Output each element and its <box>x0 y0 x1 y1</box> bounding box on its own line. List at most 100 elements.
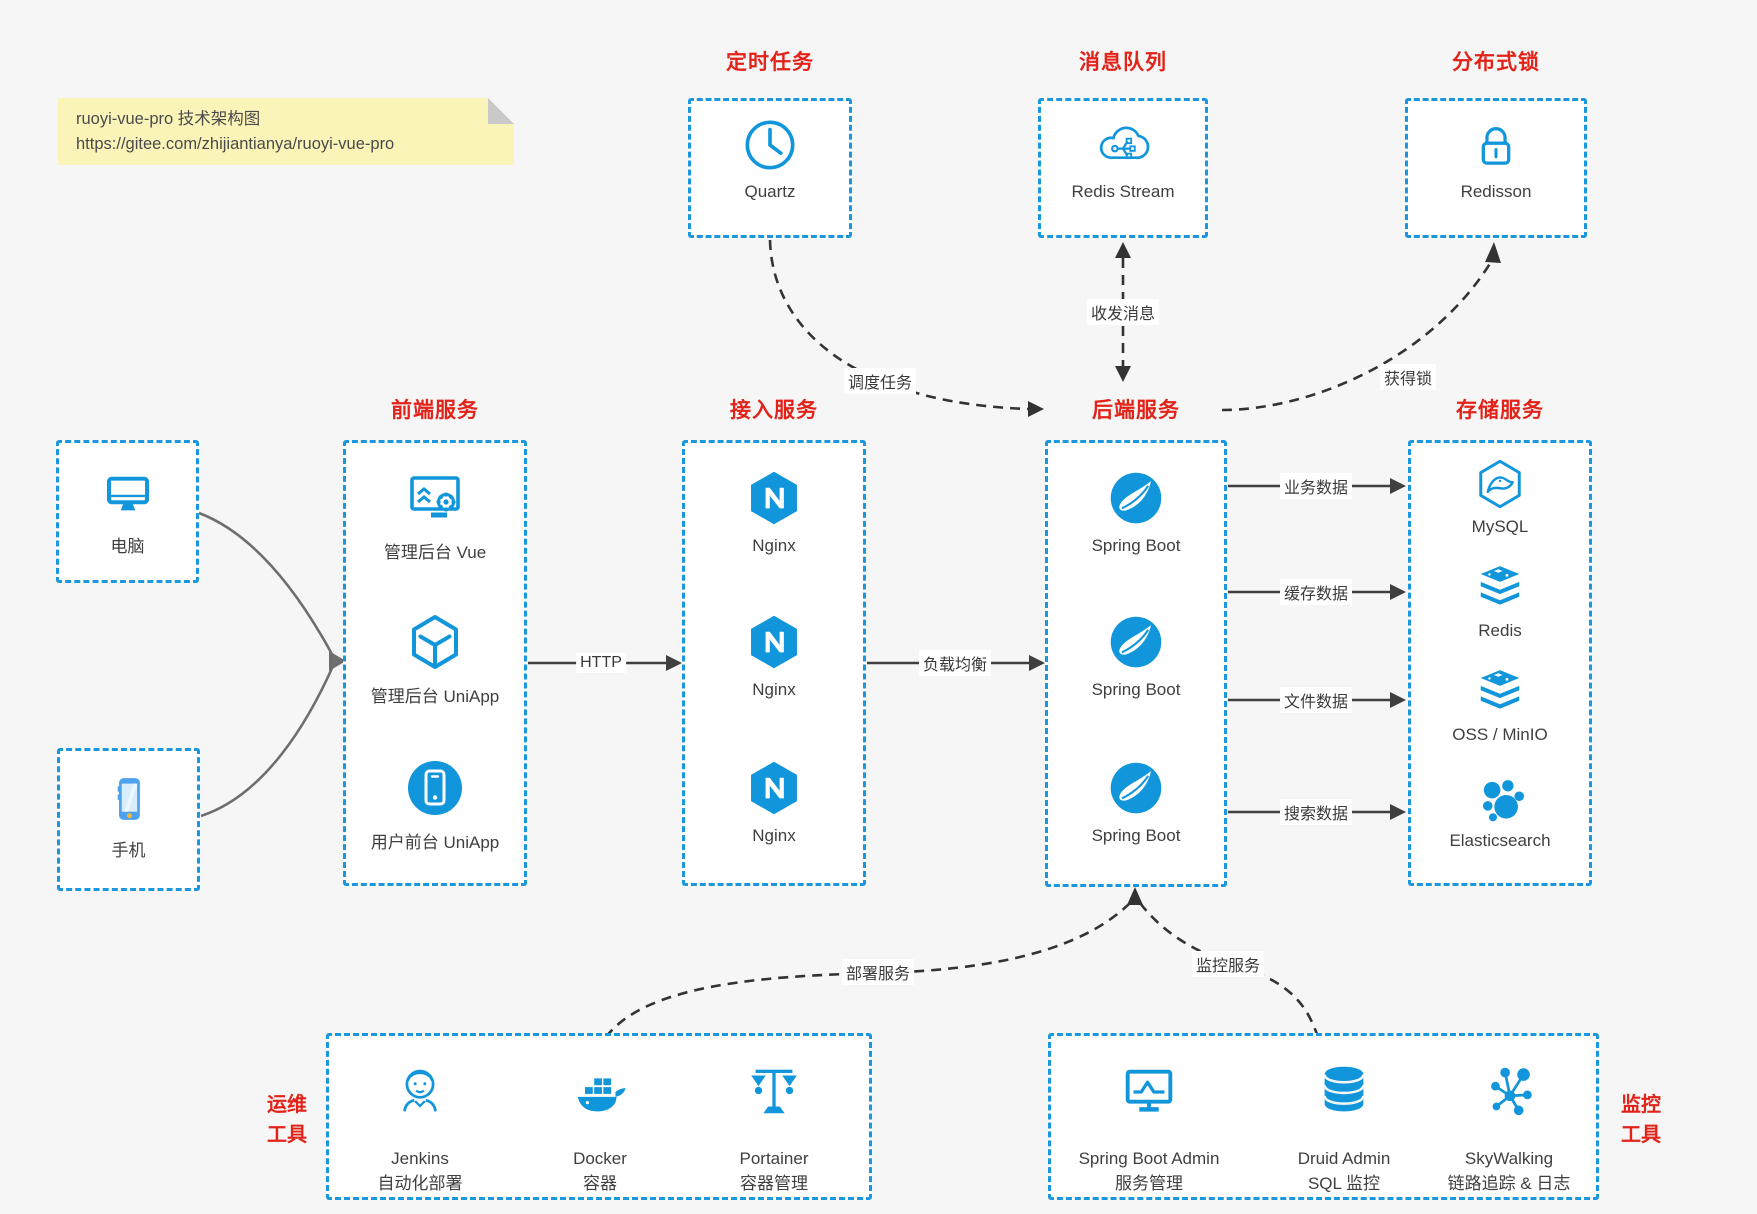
backend-title: 后端服务 <box>1092 399 1180 422</box>
lock-title: 分布式锁 <box>1452 51 1540 74</box>
search-data-label: 搜索数据 <box>1279 799 1353 825</box>
mobile-label: 手机 <box>111 841 146 860</box>
sticky-note: ruoyi-vue-pro 技术架构图 https://gitee.com/zh… <box>58 98 514 165</box>
ops-box <box>326 1033 872 1200</box>
docker-label: Docker 容器 <box>573 1146 627 1196</box>
pc-node: 电脑 <box>56 466 199 557</box>
springboot-node-3: Spring Boot <box>1045 758 1227 846</box>
smartphone-icon <box>100 770 158 828</box>
monitor-box <box>1048 1033 1599 1200</box>
docker-icon <box>569 1060 631 1122</box>
nginx-node-3: Nginx <box>682 758 866 846</box>
nginx-label-1: Nginx <box>752 536 796 555</box>
load-balance-label: 负载均衡 <box>918 650 992 676</box>
business-data-label: 业务数据 <box>1279 473 1353 499</box>
redis-node: Redis <box>1408 560 1592 641</box>
nginx-icon <box>744 468 804 528</box>
ops-title: 运维 工具 <box>252 1090 322 1150</box>
http-label: HTTP <box>576 653 626 673</box>
user-app-icon <box>403 756 467 820</box>
springboot-label-2: Spring Boot <box>1091 680 1181 699</box>
spring-boot-icon <box>1106 468 1166 528</box>
scheduler-title: 定时任务 <box>726 51 814 74</box>
frontend-title: 前端服务 <box>391 399 479 422</box>
docker-desc: 容器 <box>582 1174 617 1193</box>
skywalking-desc: 链路追踪 & 日志 <box>1447 1174 1571 1193</box>
note-url: https://gitee.com/zhijiantianya/ruoyi-vu… <box>76 135 395 153</box>
mobile-to-frontend-line <box>200 665 335 818</box>
nginx-node-2: Nginx <box>682 612 866 700</box>
file-data-label: 文件数据 <box>1279 687 1353 713</box>
jenkins-label: Jenkins 自动化部署 <box>378 1146 463 1196</box>
monitor-title: 监控 工具 <box>1606 1090 1676 1150</box>
gateway-title: 接入服务 <box>730 399 818 422</box>
redis-stream-node: Redis Stream <box>1038 116 1208 202</box>
monitor-service-label: 监控服务 <box>1191 951 1265 977</box>
message-label: 收发消息 <box>1086 299 1160 325</box>
docker-node: Docker 容器 <box>510 1060 690 1196</box>
clock-icon <box>741 116 799 174</box>
nginx-icon <box>744 758 804 818</box>
admin-vue-icon <box>403 466 467 530</box>
skywalking-name: SkyWalking <box>1464 1149 1554 1168</box>
skywalking-node: SkyWalking 链路追踪 & 日志 <box>1399 1060 1619 1196</box>
springboot-label-1: Spring Boot <box>1091 536 1181 555</box>
druid-desc: SQL 监控 <box>1307 1174 1381 1193</box>
portainer-node: Portainer 容器管理 <box>684 1060 864 1196</box>
portainer-icon <box>743 1060 805 1122</box>
acquire-lock-line <box>1221 261 1493 412</box>
acquire-lock-label: 获得锁 <box>1379 364 1437 390</box>
note-title: ruoyi-vue-pro 技术架构图 <box>76 110 261 128</box>
jenkins-desc: 自动化部署 <box>377 1174 463 1193</box>
springboot-label-3: Spring Boot <box>1091 826 1181 845</box>
pc-box <box>56 440 199 583</box>
mq-box <box>1038 98 1208 238</box>
quartz-node: Quartz <box>688 116 852 202</box>
redisson-label: Redisson <box>1460 182 1532 201</box>
lock-box <box>1405 98 1587 238</box>
elasticsearch-label: Elasticsearch <box>1449 831 1551 850</box>
skywalking-label: SkyWalking 链路追踪 & 日志 <box>1448 1146 1571 1196</box>
user-uniapp-label: 用户前台 UniApp <box>370 833 500 852</box>
druid-label: Druid Admin SQL 监控 <box>1298 1146 1391 1196</box>
nginx-label-3: Nginx <box>752 826 796 845</box>
mobile-node: 手机 <box>57 770 200 861</box>
mysql-node: MySQL <box>1408 456 1592 537</box>
database-icon <box>1313 1060 1375 1122</box>
jenkins-icon <box>389 1060 451 1122</box>
uniapp-box-icon <box>403 610 467 674</box>
spring-boot-icon <box>1106 612 1166 672</box>
monitor-title-line2: 工具 <box>1621 1124 1661 1146</box>
docker-name: Docker <box>573 1149 627 1168</box>
oss-node: OSS / MinIO <box>1408 664 1592 745</box>
nginx-label-2: Nginx <box>752 680 796 699</box>
redis-label: Redis <box>1478 621 1522 640</box>
nodes-icon <box>1478 1060 1540 1122</box>
quartz-label: Quartz <box>744 182 796 201</box>
elasticsearch-icon <box>1472 770 1528 826</box>
portainer-desc: 容器管理 <box>739 1174 808 1193</box>
admin-vue-node: 管理后台 Vue <box>343 466 527 563</box>
oss-icon <box>1472 664 1528 720</box>
redis-icon <box>1472 560 1528 616</box>
ops-title-line1: 运维 <box>267 1094 307 1116</box>
sba-label: Spring Boot Admin 服务管理 <box>1079 1146 1220 1196</box>
nginx-icon <box>744 612 804 672</box>
admin-uniapp-label: 管理后台 UniApp <box>370 687 500 706</box>
admin-vue-label: 管理后台 Vue <box>383 543 487 562</box>
lock-icon <box>1467 116 1525 174</box>
spring-boot-icon <box>1106 758 1166 818</box>
sba-name: Spring Boot Admin <box>1078 1149 1220 1168</box>
druid-name: Druid Admin <box>1297 1149 1391 1168</box>
druid-node: Druid Admin SQL 监控 <box>1234 1060 1454 1196</box>
monitor-title-line1: 监控 <box>1621 1094 1661 1116</box>
ops-title-line2: 工具 <box>267 1124 307 1146</box>
cache-data-label: 缓存数据 <box>1279 579 1353 605</box>
pc-label: 电脑 <box>110 537 145 556</box>
springboot-node-2: Spring Boot <box>1045 612 1227 700</box>
elasticsearch-node: Elasticsearch <box>1408 770 1592 851</box>
mysql-label: MySQL <box>1471 517 1529 536</box>
storage-title: 存储服务 <box>1456 399 1544 422</box>
springboot-node-1: Spring Boot <box>1045 468 1227 556</box>
